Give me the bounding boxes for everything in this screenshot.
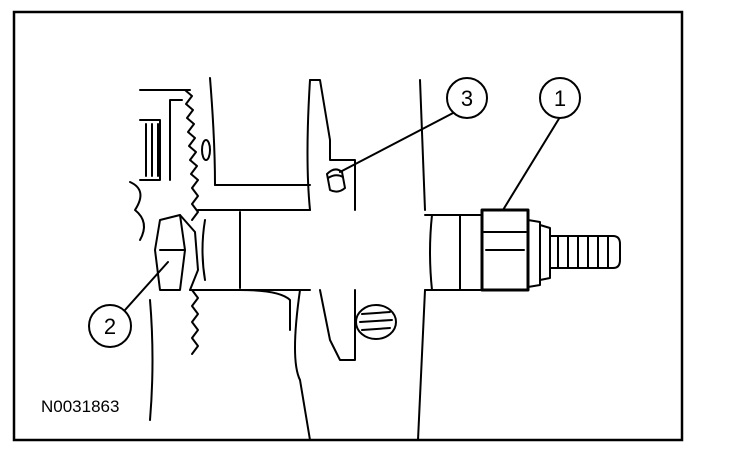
callout-2-number: 2 bbox=[104, 314, 116, 339]
hex-nut bbox=[154, 214, 199, 291]
dowel-pin bbox=[326, 168, 346, 193]
threaded-stud bbox=[549, 235, 621, 269]
leader-line-1 bbox=[502, 116, 561, 211]
shaft bbox=[197, 209, 311, 291]
leader-line-2 bbox=[124, 261, 169, 311]
callout-2: 2 bbox=[88, 304, 132, 348]
leader-line-3 bbox=[339, 111, 456, 173]
bolt-hole bbox=[355, 304, 397, 340]
callout-1-number: 1 bbox=[554, 86, 566, 111]
callout-1: 1 bbox=[539, 77, 581, 119]
sprocket bbox=[129, 89, 211, 355]
figure-frame bbox=[12, 10, 684, 442]
tool-collar bbox=[480, 208, 530, 292]
callout-3-number: 3 bbox=[461, 86, 473, 111]
figure-id: N0031863 bbox=[41, 397, 119, 416]
callout-3: 3 bbox=[446, 77, 488, 119]
tool-body bbox=[424, 214, 551, 291]
housing-outline bbox=[139, 77, 426, 441]
